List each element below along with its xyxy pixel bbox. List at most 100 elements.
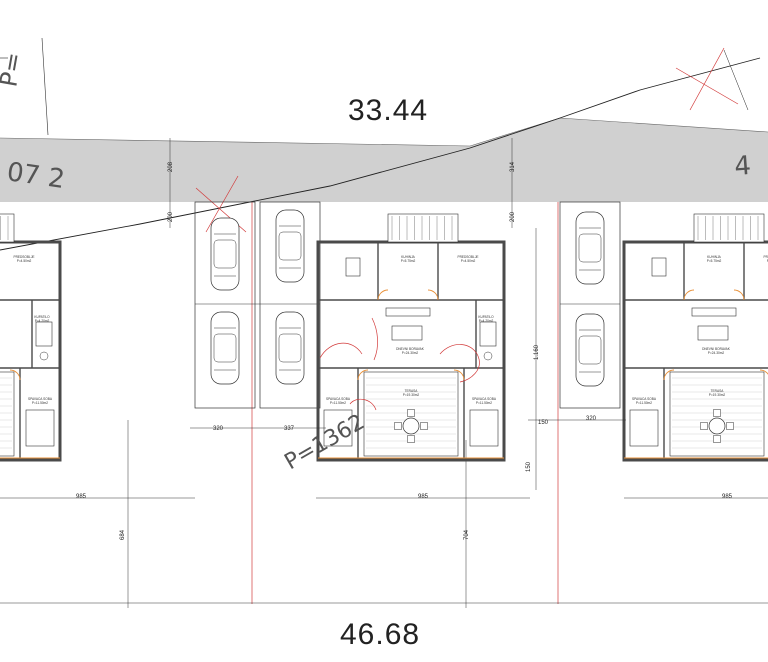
entry-canopy [693, 213, 765, 243]
car-body [275, 209, 305, 283]
room-area: P=24.30m2 [402, 351, 419, 355]
car-roof [278, 231, 302, 261]
door-swing [377, 289, 389, 301]
handwritten-annotation [319, 317, 480, 411]
chair [713, 435, 721, 443]
gap-dimension: 320 [213, 426, 224, 432]
gap-dimension: 320 [586, 416, 597, 422]
room-label-terrace: TERASA [405, 389, 419, 393]
dining-table [651, 257, 667, 277]
room-area: P=4.50m2 [461, 259, 476, 263]
car-icon [210, 217, 240, 291]
car-roof [213, 333, 237, 363]
car-icon [575, 211, 605, 285]
coffee-table [391, 325, 423, 341]
gap-dimension: 337 [284, 426, 295, 432]
door-swing [683, 289, 695, 301]
car-roof [213, 239, 237, 269]
room-label-hall: PREDSOBLJE [13, 255, 34, 259]
site-line [0, 420, 768, 608]
room-label-kitchen: KUHINJA [707, 255, 722, 259]
door-swing [759, 369, 768, 375]
houses: KUHINJAP=5.75m2PREDSOBLJEP=4.50m2DNEVNI … [0, 213, 768, 462]
house-width-dimension: 985 [722, 494, 733, 500]
house-width-dimension: 985 [418, 494, 429, 500]
room-label-bedroom: SPAVACA SOBA [326, 397, 351, 401]
parcel-line [723, 49, 749, 111]
setback-dimension: 208 [168, 161, 174, 172]
room-area: P=4.20m2 [35, 319, 50, 323]
room-label-bath: KUPATILO [34, 315, 50, 319]
car-roof [578, 335, 602, 365]
sofa [691, 307, 737, 317]
road [0, 118, 768, 202]
entry-canopy [0, 213, 15, 243]
rear-dimension: 704 [464, 529, 470, 540]
room-label-bedroom: SPAVACA SOBA [632, 397, 657, 401]
car-icon [275, 311, 305, 385]
setback-dimension: 314 [510, 161, 516, 172]
boundary-line [0, 57, 761, 251]
car-body [210, 217, 240, 291]
sofa [385, 307, 431, 317]
parcel-line [41, 37, 49, 136]
side-dimension: 1.160 [534, 344, 540, 360]
room-area: P=5.75m2 [707, 259, 722, 263]
door-swing [9, 369, 21, 381]
door-swing [663, 369, 675, 381]
chair [713, 409, 721, 417]
bottom-width-dimension: 46.68 [340, 618, 420, 651]
room-area: P=4.20m2 [479, 319, 494, 323]
room-label-bath: KUPATILO [478, 315, 494, 319]
entry-canopy [387, 213, 459, 243]
door-swing [357, 369, 369, 381]
room-label-kitchen: KUHINJA [401, 255, 416, 259]
bathtub [479, 321, 497, 347]
lot-line [251, 202, 559, 604]
side-dimension: 150 [526, 461, 532, 472]
coffee-table [697, 325, 729, 341]
terrace-table [402, 417, 420, 435]
room-label-living: DNEVNI BORAVAK [702, 347, 731, 351]
room-area: P=24.30m2 [708, 351, 725, 355]
chair [420, 422, 428, 430]
room-label-hall: PREDSOBLJE [763, 255, 768, 259]
rear-dimension: 684 [120, 529, 126, 540]
door-swing [427, 289, 439, 301]
house-outline [0, 240, 62, 462]
house-width-dimension: 985 [76, 494, 87, 500]
side-dimension: 150 [538, 420, 549, 426]
sink [39, 351, 49, 361]
bathtub [35, 321, 53, 347]
house-plan: KUHINJAP=5.75m2PREDSOBLJEP=4.50m2DNEVNI … [316, 213, 506, 462]
room-label-bedroom: SPAVACA SOBA [472, 397, 497, 401]
room-area: P=19.30m2 [709, 393, 726, 397]
terrace-table [708, 417, 726, 435]
bed [25, 409, 55, 447]
door-swing [453, 369, 465, 381]
bed [323, 409, 353, 447]
room-area: P=11.50m2 [330, 401, 346, 405]
car-body [275, 311, 305, 385]
chair [700, 422, 708, 430]
parking-area [194, 201, 621, 409]
top-width-dimension: 33.44 [348, 94, 428, 127]
sink [483, 351, 493, 361]
room-label-bedroom: SPAVACA SOBA [28, 397, 53, 401]
room-area: P=11.50m2 [636, 401, 652, 405]
room-label-living: DNEVNI BORAVAK [396, 347, 425, 351]
room-area: P=5.75m2 [401, 259, 416, 263]
room-area: P=4.50m2 [767, 259, 768, 263]
setback-dimension: 200 [168, 211, 174, 222]
chair [407, 435, 415, 443]
car-roof [278, 333, 302, 363]
room-label-terrace: TERASA [711, 389, 725, 393]
room-area: P=11.50m2 [476, 401, 492, 405]
chair [407, 409, 415, 417]
setback-dimension: 200 [510, 211, 516, 222]
road-edge [0, 117, 768, 147]
terrace [0, 371, 15, 457]
room-area: P=11.50m2 [32, 401, 48, 405]
